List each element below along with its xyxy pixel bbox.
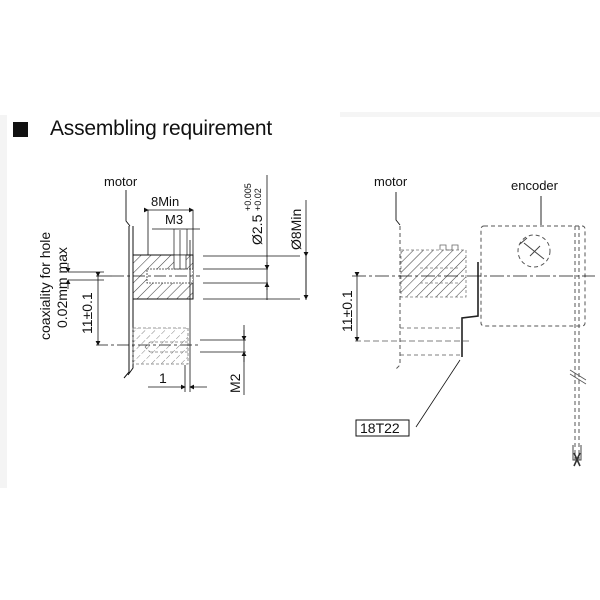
dim-m2: M2 (227, 373, 243, 393)
left-motor-leader (125, 190, 131, 227)
right-view: motor encoder 11±0.1 (339, 174, 595, 467)
lower-gear-section (132, 327, 189, 365)
dim-bore-lower-tol: +0.02 (253, 188, 263, 211)
left-view: motor 8Min M3 (37, 174, 309, 395)
dim-8min-diameter: Ø8Min (288, 209, 304, 250)
section-title-text: Assembling requirement (50, 117, 273, 140)
encoder-disk-detail (519, 237, 545, 260)
dim-1: 1 (159, 370, 167, 386)
encoder-disk (517, 234, 551, 268)
part-code: 18T22 (360, 420, 400, 436)
coaxiality-line1: coaxiality for hole (37, 232, 53, 340)
part-code-leader (415, 359, 461, 428)
dim-bore-diameter: Ø2.5 (249, 214, 265, 245)
left-edge-band (0, 115, 7, 488)
dim-m3: M3 (165, 212, 183, 227)
dim-8min: 8Min (151, 194, 179, 209)
cable-break-symbol (569, 369, 587, 385)
left-motor-label: motor (104, 174, 138, 189)
lower-bore (144, 341, 190, 353)
top-edge-band (340, 112, 600, 117)
left-dim-center-distance: 11±0.1 (79, 292, 95, 334)
mounting-bracket (461, 262, 479, 357)
cable-connector-icon (573, 452, 581, 467)
right-gear-section (400, 249, 467, 298)
part-code-box (355, 419, 410, 437)
right-dim-center-distance: 11±0.1 (339, 290, 355, 332)
section-title: Assembling requirement (13, 116, 272, 142)
right-motor-leader (395, 192, 401, 226)
black-square-icon (13, 121, 28, 137)
right-motor-label: motor (374, 174, 408, 189)
encoder-label: encoder (511, 178, 559, 193)
dim-bore-upper-tol: +0.005 (243, 183, 253, 211)
right-motor-outline (394, 226, 401, 371)
motor-flange (123, 226, 134, 379)
coaxiality-line2: 0.02mm max (54, 247, 70, 328)
